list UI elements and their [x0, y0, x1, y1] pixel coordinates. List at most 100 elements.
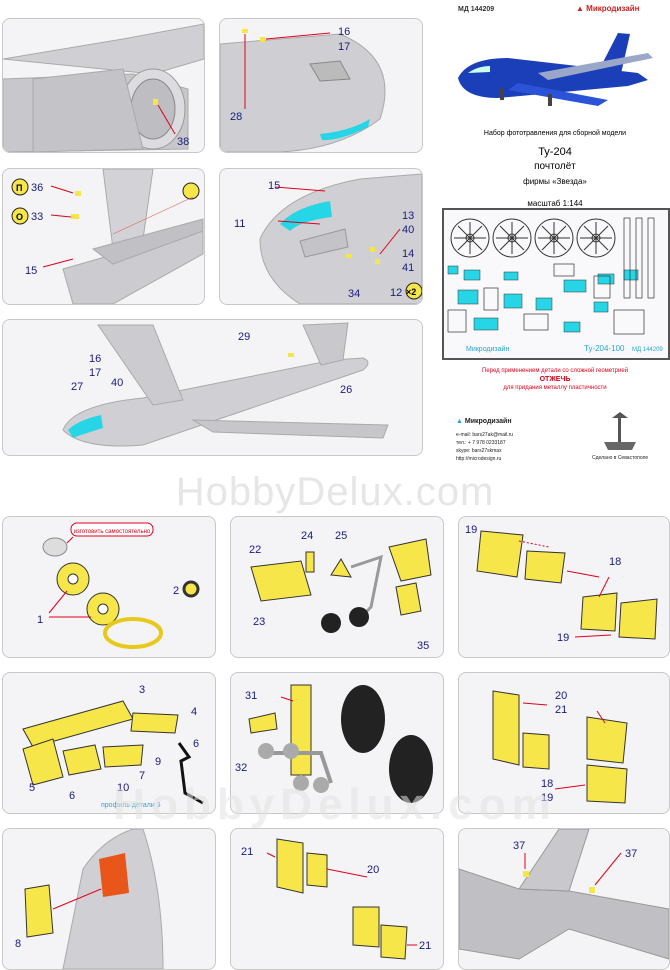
- label-18: 18: [609, 556, 621, 568]
- label-3: 3: [139, 684, 145, 696]
- profile-note: профиль детали 3: [101, 802, 161, 809]
- label-12: 12: [390, 287, 402, 299]
- x2-badge: ×2: [406, 287, 416, 297]
- label-16c: 16: [89, 353, 101, 365]
- label-16: 16: [338, 26, 350, 38]
- label-9: 9: [155, 756, 161, 768]
- label-6: 6: [193, 738, 199, 750]
- cockpit-interior-illustration: 3 4 6 9 7 5 6 10 профиль детали 3: [22, 684, 204, 809]
- panel-cockpit-interior: 3 4 6 9 7 5 6 10 профиль детали 3: [2, 672, 216, 814]
- brand-logo: ▲ Микродизайн: [576, 4, 639, 13]
- label-33: 33: [31, 211, 43, 223]
- label-20: 20: [555, 690, 567, 702]
- warning-line2: ОТЖЕЧЬ: [539, 376, 571, 383]
- fret-code: МД 144209: [632, 347, 663, 353]
- panel-fin: 8: [2, 828, 216, 970]
- panel-engine: 38: [2, 18, 205, 153]
- make-yourself-note: изготовить самостоятельно: [74, 529, 151, 535]
- made-in: Сделано в Севастополе: [592, 455, 649, 461]
- label-1: 1: [37, 614, 43, 626]
- label-19: 19: [465, 524, 477, 536]
- panel-nose-top: 16 17 28: [219, 18, 423, 153]
- fuselage-illustration: 29 16 17 27 40 26: [62, 322, 389, 447]
- label-18b: 18: [541, 778, 553, 790]
- label-17: 17: [338, 41, 350, 53]
- label-28: 28: [230, 111, 242, 123]
- cockpit-illustration: 15 11 13 40 14 41 34 12 ×2: [234, 173, 422, 304]
- fret-illustration: Микродизайн Ту-204-100 МД 144209: [444, 217, 668, 358]
- label-6b: 6: [69, 790, 75, 802]
- label-11: 11: [234, 218, 245, 230]
- label-38: 38: [177, 136, 189, 148]
- label-24: 24: [301, 530, 313, 542]
- panel-fans: изготовить самостоятельно 1 2: [2, 516, 216, 658]
- kit-scale: масштаб 1:144: [527, 199, 583, 208]
- icon-p-letter: П: [16, 183, 22, 193]
- warning-line1: Перед применением детали со сложной геом…: [481, 368, 629, 374]
- contact-tel: тел.: + 7 978 0233187: [456, 440, 506, 446]
- label-4: 4: [191, 706, 197, 718]
- doors-2-illustration: 20 21 18 19: [492, 690, 628, 804]
- label-22: 22: [249, 544, 261, 556]
- panel-tail: П О 36 33 15: [2, 168, 205, 305]
- underside-illustration: 37 37: [459, 829, 669, 960]
- panel-fuselage: 29 16 17 27 40 26: [2, 319, 423, 456]
- contact-email[interactable]: e-mail: bars27ak@mail.ru: [456, 432, 514, 438]
- kit-title-line1: Набор фототравления для сборной модели: [483, 130, 627, 137]
- warning-line3: для придания металлу пластичности: [503, 385, 607, 391]
- label-37b: 37: [625, 848, 637, 860]
- kit-title-line4: фирмы «Звезда»: [523, 177, 587, 186]
- icon-o-letter: О: [16, 212, 23, 222]
- brand-name: Микродизайн: [586, 4, 640, 13]
- panel-doors-2: 20 21 18 19: [458, 672, 670, 814]
- airplane-photo: [458, 33, 653, 106]
- label-21: 21: [555, 704, 567, 716]
- label-27: 27: [71, 381, 83, 393]
- label-7: 7: [139, 770, 145, 782]
- label-13: 13: [402, 210, 414, 222]
- main-gear-illustration: 31 32: [235, 684, 433, 803]
- logo-mark-icon: ▲: [576, 4, 584, 13]
- doors-3-illustration: 21 20 21: [241, 838, 431, 960]
- header-code: МД 144209: [458, 6, 495, 13]
- label-40: 40: [402, 224, 414, 236]
- label-15: 15: [25, 265, 37, 277]
- nose-top-illustration: 16 17 28: [220, 26, 386, 152]
- label-36: 36: [31, 182, 43, 194]
- fin-illustration: 8: [15, 829, 164, 969]
- contact-skype: skype: bars27skmax: [456, 448, 502, 454]
- panel-cockpit: 15 11 13 40 14 41 34 12 ×2: [219, 168, 423, 305]
- label-26: 26: [340, 384, 352, 396]
- sevastopol-monument-icon: [604, 412, 636, 450]
- panel-main-gear: 31 32: [230, 672, 444, 814]
- engine-illustration: 38: [3, 23, 204, 152]
- tail-illustration: П О 36 33 15: [11, 169, 204, 304]
- fret-name: Ту-204-100: [584, 344, 625, 353]
- panel-landing-gear-nose: 24 25 22 23 35: [230, 516, 444, 658]
- panel-underside: 37 37: [458, 828, 670, 970]
- watermark-big: HobbyDelux.com: [113, 780, 557, 829]
- watermark-hobbydelux: HobbyDelux.com: [175, 470, 495, 514]
- contact-web[interactable]: http://microdesign.ru: [456, 456, 502, 462]
- kit-title-line2: Ту-204: [538, 146, 572, 158]
- contact-logo-icon: ▲: [456, 418, 463, 425]
- fret-sheet: Микродизайн Ту-204-100 МД 144209: [442, 208, 670, 360]
- label-15b: 15: [268, 180, 280, 192]
- label-35: 35: [417, 640, 429, 652]
- label-37: 37: [513, 840, 525, 852]
- panel-doors-3: 21 20 21: [230, 828, 444, 970]
- label-19c: 19: [541, 792, 553, 804]
- fans-illustration: изготовить самостоятельно 1 2: [37, 522, 200, 649]
- label-25: 25: [335, 530, 347, 542]
- label-17c: 17: [89, 367, 101, 379]
- label-2: 2: [173, 585, 179, 597]
- label-21b: 21: [241, 846, 253, 858]
- kit-title-line3: почтолёт: [534, 161, 576, 172]
- label-20b: 20: [367, 864, 379, 876]
- label-23: 23: [253, 616, 265, 628]
- label-10: 10: [117, 782, 129, 794]
- label-8: 8: [15, 938, 21, 950]
- label-31: 31: [245, 690, 257, 702]
- label-34: 34: [348, 288, 360, 300]
- label-29: 29: [238, 331, 250, 343]
